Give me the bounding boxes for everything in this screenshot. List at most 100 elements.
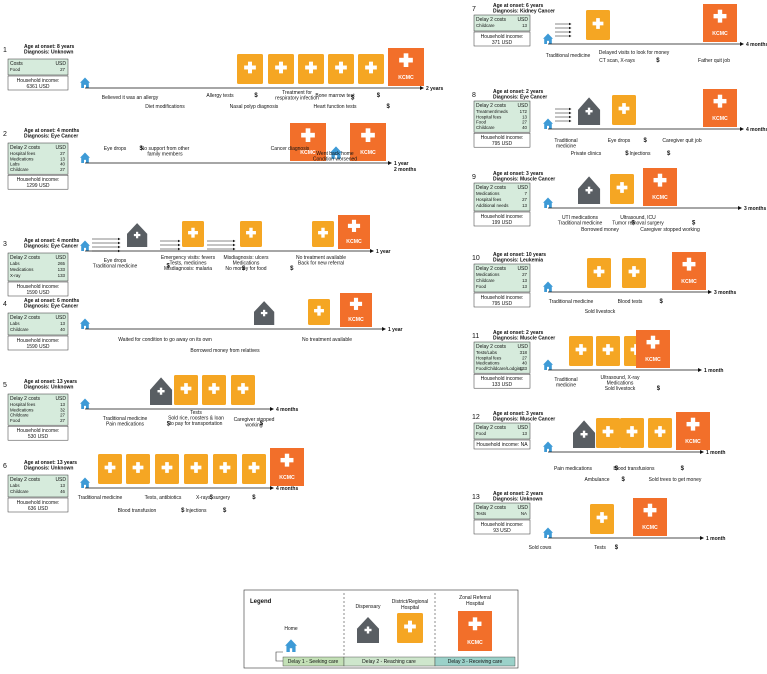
cost-item-label: Labs xyxy=(10,162,20,167)
income-box xyxy=(7,425,69,441)
case-diagnosis: Diagnosis: Muscle Cancer xyxy=(493,416,555,422)
timeline-duration: 4 months xyxy=(276,486,298,492)
district-hospital-icon xyxy=(358,54,384,84)
cost-dollar-icon: $ xyxy=(625,151,629,157)
kcmc-hospital-icon: KCMC xyxy=(458,611,492,651)
event-label: Caregiver stopped xyxy=(234,417,275,423)
timeline-arrowhead xyxy=(388,161,392,165)
timeline-duration: 1 month xyxy=(706,450,725,456)
timeline-duration: 1 year xyxy=(388,327,403,333)
timeline-duration: 4 months xyxy=(276,407,298,413)
house-icon xyxy=(80,240,90,251)
kcmc-hospital-icon: KCMC xyxy=(643,168,677,206)
kcmc-hospital-icon: KCMC xyxy=(350,123,386,161)
cost-dollar-icon: $ xyxy=(615,545,619,551)
income-label: Household income: xyxy=(481,135,524,141)
cost-item-label: Medications xyxy=(10,407,34,412)
event-label: Caregiver stopped working xyxy=(640,227,700,233)
cost-item-label: Labs xyxy=(10,321,20,326)
timeline-arrowhead xyxy=(270,407,274,411)
kcmc-label: KCMC xyxy=(645,357,661,363)
cost-box-currency: USD xyxy=(517,185,528,191)
kcmc-label: KCMC xyxy=(681,279,697,285)
event-label: respiratory infection xyxy=(275,95,319,101)
case-diagnosis: Diagnosis: Unknown xyxy=(493,496,542,502)
cost-box-title: Delay 2 costs xyxy=(476,266,507,272)
district-hospital-icon xyxy=(308,299,330,325)
event-label: Ultrasound, X-ray xyxy=(601,375,640,381)
case-number: 9 xyxy=(472,174,476,181)
house-icon xyxy=(330,146,342,159)
legend-home-label: Home xyxy=(284,626,298,632)
event-label: Eye drops xyxy=(104,146,127,152)
cost-box-title: Delay 2 costs xyxy=(10,315,41,321)
cost-item-label: Hospital fees xyxy=(476,197,502,202)
cost-item-label: Childcare xyxy=(10,489,29,494)
event-label: Delayed visits to look for money xyxy=(599,50,670,56)
event-label: Bone marrow test xyxy=(315,93,355,99)
timeline-arrowhead xyxy=(708,290,712,294)
cost-item-value: 27 xyxy=(522,120,527,125)
income-box xyxy=(7,497,69,513)
dispensary-icon xyxy=(254,301,275,325)
income-box xyxy=(7,335,69,351)
cost-box-currency: USD xyxy=(517,505,528,511)
case-onset: Age at onset: 2 years xyxy=(493,330,544,336)
kcmc-hospital-icon: KCMC xyxy=(672,252,706,290)
cost-item-label: Tests xyxy=(476,511,487,516)
cost-dollar-icon: $ xyxy=(242,266,246,272)
cost-item-label: Food xyxy=(10,67,21,72)
legend-dispensary-label: Dispensary xyxy=(355,604,381,610)
case-diagnosis: Diagnosis: Eye Cancer xyxy=(493,94,547,100)
event-label: No treatment available xyxy=(296,255,346,261)
cost-item-label: Childcare xyxy=(10,327,29,332)
event-label: Misdiagnosis: malaria xyxy=(164,266,212,272)
cost-item-label: Medications xyxy=(476,272,500,277)
kcmc-label: KCMC xyxy=(398,75,414,81)
cost-item-value: 13 xyxy=(522,23,527,28)
case-onset: Age at onset: 6 years xyxy=(493,3,544,9)
cost-box-title: Delay 2 costs xyxy=(476,185,507,191)
cost-item-value: 27 xyxy=(60,151,65,156)
case-number: 3 xyxy=(3,241,7,248)
legend-delay2-label: Delay 2 - Reaching care xyxy=(362,659,416,665)
timeline-duration: 2 months xyxy=(394,167,416,173)
cost-item-label: Childcare xyxy=(476,278,495,283)
house-icon xyxy=(543,527,553,538)
event-label: Condition worsened xyxy=(313,156,357,162)
event-label: Tumor removal surgery xyxy=(612,220,664,226)
timeline-arrowhead xyxy=(382,327,386,331)
cost-item-value: 133 xyxy=(58,273,66,278)
district-hospital-icon xyxy=(242,454,266,484)
delay3-bar xyxy=(434,656,516,667)
event-label: Traditional medicine xyxy=(93,263,138,269)
house-icon xyxy=(543,118,553,129)
dispensary-icon xyxy=(578,176,601,204)
cost-item-label: Medications xyxy=(476,191,500,196)
cost-item-label: Hospital fees xyxy=(10,402,36,407)
case-onset: Age at onset: 13 years xyxy=(24,460,77,466)
cost-box-currency: USD xyxy=(55,396,66,402)
cost-box-title: Delay 2 costs xyxy=(10,396,41,402)
case-onset: Age at onset: 13 years xyxy=(24,379,77,385)
income-value: 199 USD xyxy=(492,220,513,226)
timeline-duration: 1 month xyxy=(704,368,723,374)
income-value: 371 USD xyxy=(492,40,513,46)
timeline-arrowhead xyxy=(270,486,274,490)
event-label: Diet modifications xyxy=(145,104,185,110)
income-box xyxy=(473,211,531,227)
cost-item-label: Hospital fees xyxy=(476,114,502,119)
case-diagnosis: Diagnosis: Muscle Cancer xyxy=(493,335,555,341)
cost-dollar-icon: $ xyxy=(622,477,626,483)
event-label: Went back home xyxy=(316,151,354,157)
house-icon xyxy=(543,359,553,370)
income-value: 93 USD xyxy=(493,528,511,534)
